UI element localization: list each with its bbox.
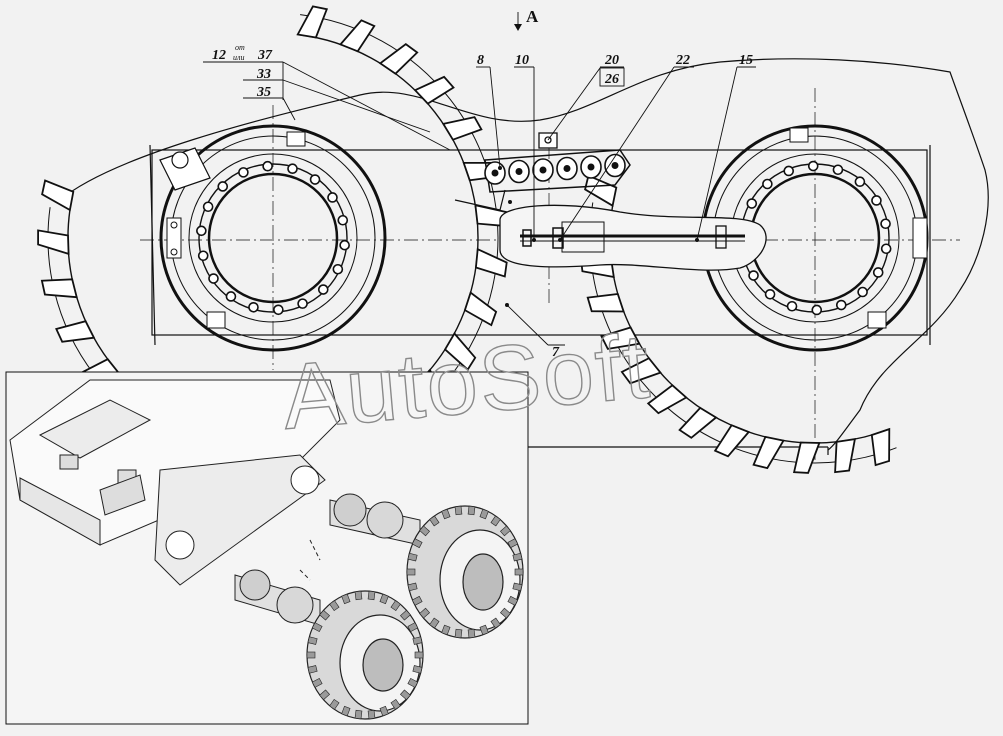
callout-8: 8 xyxy=(477,53,484,68)
leader-dots xyxy=(498,166,699,307)
bolt-icon xyxy=(872,267,884,278)
tread-lug xyxy=(378,42,419,75)
bolt-icon xyxy=(880,243,892,255)
inset-tires xyxy=(306,505,524,720)
bolt-icon xyxy=(835,299,847,311)
callout-35: 35 xyxy=(256,85,271,100)
callout-22: 22 xyxy=(675,53,690,68)
chain-links xyxy=(484,153,626,185)
bolt-icon xyxy=(339,239,350,251)
bolt-icon xyxy=(262,160,273,172)
tread-lug xyxy=(40,278,78,299)
chain-tensioner xyxy=(454,149,767,271)
tread-lug xyxy=(678,406,718,439)
bolt-icon xyxy=(217,181,229,192)
callout-15: 15 xyxy=(739,53,753,68)
tread-lug xyxy=(296,5,329,39)
view-arrow-icon xyxy=(514,24,522,31)
bolt-icon xyxy=(854,176,866,188)
bolt-icon xyxy=(225,291,237,302)
bolt-icon xyxy=(197,250,209,262)
tread-lug xyxy=(713,424,751,458)
isometric-inset xyxy=(5,371,529,725)
callout-26: 26 xyxy=(604,72,619,87)
bolt-icon xyxy=(880,218,891,230)
bolt-icon xyxy=(807,160,819,172)
callout-12: 12 xyxy=(212,48,226,63)
bolt-icon xyxy=(297,298,308,309)
bolt-icon xyxy=(832,164,844,176)
bolt-icon xyxy=(783,165,795,177)
bolt-icon xyxy=(309,174,321,185)
callout-33: 33 xyxy=(256,67,271,82)
tread-lug xyxy=(646,384,688,415)
inset-axles xyxy=(234,493,421,626)
callout-20: 20 xyxy=(604,53,619,68)
tread-lug xyxy=(37,229,70,256)
bolt-icon xyxy=(337,214,349,226)
tread-lug xyxy=(792,441,821,474)
tread-lug xyxy=(413,75,455,105)
right-hub-tabs xyxy=(789,127,928,329)
callout-7: 7 xyxy=(552,345,560,360)
bolt-icon xyxy=(871,195,882,206)
tread-lug xyxy=(834,438,857,474)
tread-lug xyxy=(600,326,641,350)
bolt-icon xyxy=(332,263,344,275)
bolt-icon xyxy=(746,198,758,209)
callout-12-or: или xyxy=(233,53,245,62)
tread-lug xyxy=(474,247,508,278)
callout-12-or-top: от xyxy=(235,43,245,52)
chain-mount-plate xyxy=(538,132,558,149)
bolt-icon xyxy=(327,192,338,203)
left-hub-bolts xyxy=(196,160,350,316)
tread-lug xyxy=(338,19,376,53)
tread-lug xyxy=(620,357,662,385)
tread-lug xyxy=(441,116,483,141)
bolt-icon xyxy=(196,225,207,237)
bolt-icon xyxy=(786,300,798,312)
leader-lines xyxy=(203,12,756,346)
bolt-icon xyxy=(273,304,284,316)
left-wheel-hub xyxy=(159,124,387,352)
inset-frame xyxy=(9,379,341,586)
view-label-a: A xyxy=(526,7,539,26)
left-hub-tabs xyxy=(166,131,306,329)
bolt-icon xyxy=(317,284,329,295)
tread-lug xyxy=(55,320,96,343)
tread-lug xyxy=(586,293,625,313)
bolt-icon xyxy=(811,304,823,316)
callout-37: 37 xyxy=(257,48,273,63)
bolt-icon xyxy=(287,163,298,174)
tread-lug xyxy=(443,331,477,371)
tread-lug xyxy=(463,291,498,327)
bolt-icon xyxy=(238,167,249,178)
tread-lug xyxy=(870,427,891,467)
bolt-icon xyxy=(762,178,773,190)
bolt-icon xyxy=(208,273,219,284)
bolt-icon xyxy=(748,270,759,281)
bolt-icon xyxy=(202,201,214,213)
inset-tire-lugs xyxy=(306,505,524,720)
left-mount-eye xyxy=(159,147,211,191)
bolt-icon xyxy=(764,288,776,300)
tread-lug xyxy=(584,174,618,208)
bolt-icon xyxy=(857,286,868,298)
tread-lug xyxy=(752,435,785,470)
bolt-icon xyxy=(248,302,259,313)
tread-lug xyxy=(41,179,75,212)
callout-10: 10 xyxy=(515,53,529,68)
